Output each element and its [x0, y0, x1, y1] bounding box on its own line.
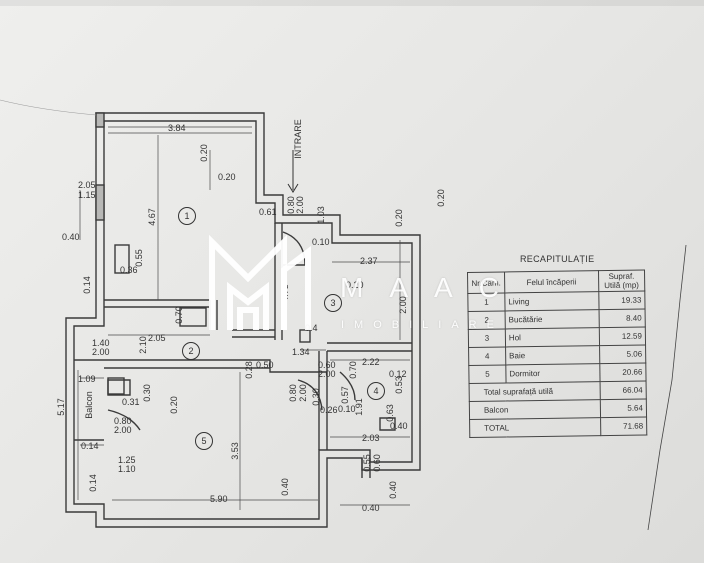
- dim-label: 0.40: [390, 421, 408, 431]
- dim-label: 2.00: [318, 369, 336, 379]
- room-number-3: 3: [324, 294, 342, 312]
- total-value: 71.68: [600, 417, 647, 436]
- dim-label: 0.26: [320, 405, 338, 415]
- paper-fold: [0, 0, 704, 6]
- dim-label: 0.80: [114, 416, 132, 426]
- room-number-1: 1: [178, 207, 196, 225]
- dim-label: 3.53: [229, 442, 240, 460]
- dim-label: 0.60: [371, 454, 382, 472]
- total-label: TOTAL: [469, 417, 601, 438]
- dim-label: 1.15: [78, 190, 96, 200]
- dim-label: 0.70: [173, 306, 184, 324]
- room-number-5: 5: [195, 432, 213, 450]
- room-number-4: 4: [367, 382, 385, 400]
- balcony-label: Balcon: [83, 391, 94, 419]
- dim-label: 0.4: [305, 323, 318, 333]
- dim-label: 2.37: [360, 256, 378, 266]
- dim-label: 0.14: [87, 474, 98, 492]
- dim-label: 2.03: [362, 433, 380, 443]
- dim-label: 3.84: [168, 123, 186, 133]
- dim-label: 1.03: [315, 206, 326, 224]
- dim-label: 0.14: [81, 441, 99, 451]
- dim-label: 1.91: [353, 398, 364, 416]
- entrance-arrow-icon: [287, 150, 299, 193]
- dim-label: 4.67: [146, 208, 157, 226]
- dim-label: 2.10: [137, 336, 148, 354]
- dim-label: 0.31: [122, 397, 140, 407]
- dim-label: 0.40: [62, 232, 80, 242]
- dim-label: 1.40: [92, 338, 110, 348]
- dim-label: 5.90: [210, 494, 228, 504]
- dim-label: 0.40: [279, 478, 290, 496]
- dim-label: 0.55: [361, 454, 372, 472]
- dim-label: 2.00: [92, 347, 110, 357]
- dim-label: 0.63: [384, 404, 395, 422]
- dim-label: 0.60: [318, 360, 336, 370]
- dim-label: 2.22: [362, 357, 380, 367]
- dim-label: 0.12: [389, 369, 407, 379]
- recap-area: 5.06: [599, 345, 646, 364]
- dim-label: 0.20: [393, 209, 404, 227]
- dim-label: 2.00: [297, 384, 308, 402]
- dim-label: 0.20: [346, 280, 364, 290]
- dim-label: 0.80: [287, 384, 298, 402]
- logo-name: MAAC: [340, 272, 525, 303]
- dim-label: 1.25: [118, 455, 136, 465]
- total-label: Balcon: [469, 399, 601, 420]
- recap-header-area: Supraf. Utilă (mp): [598, 270, 645, 292]
- recap-title: RECAPITULAȚIE: [520, 254, 595, 264]
- total-value: 66.04: [599, 381, 647, 400]
- total-value: 5.64: [600, 399, 647, 418]
- recap-area: 20.66: [599, 363, 647, 382]
- dim-label: 0.53: [393, 376, 404, 394]
- dim-label: 2.05: [78, 180, 96, 190]
- dim-label: 0.20: [168, 396, 179, 414]
- dim-label: 2.00: [114, 425, 132, 435]
- recap-area: 12.59: [599, 327, 646, 346]
- dim-label: 0.10: [338, 404, 356, 414]
- dim-label: 1.34: [292, 347, 310, 357]
- dim-label: 2.05: [148, 333, 166, 343]
- dim-label: 0.40: [387, 481, 398, 499]
- dim-label: 0.40: [362, 503, 380, 513]
- dim-label: 0.30: [310, 388, 321, 406]
- recap-room-name: Bucătărie: [505, 309, 600, 329]
- dim-label: 0.14: [81, 276, 92, 294]
- logo-tagline: IMOBILIARE: [341, 319, 504, 331]
- dim-label: 0.36: [120, 265, 138, 275]
- dim-label: 0.20: [198, 144, 209, 162]
- room-number-2: 2: [182, 342, 200, 360]
- recap-nr: 5: [468, 364, 507, 384]
- recap-area: 8.40: [598, 309, 646, 328]
- dim-label: 0.20: [218, 172, 236, 182]
- recap-room-name: Dormitor: [505, 363, 600, 383]
- dim-label: 0.30: [141, 384, 152, 402]
- dim-label: 0.50: [256, 360, 274, 370]
- dim-label: 0.20: [435, 189, 446, 207]
- entrance-label: INTRARE: [292, 119, 303, 159]
- recap-room-name: Baie: [505, 345, 600, 365]
- dim-label: 2.00: [294, 196, 305, 214]
- total-row: TOTAL 71.68: [469, 417, 647, 438]
- recap-area: 19.33: [598, 291, 646, 310]
- total-label: Total suprafață utilă: [469, 381, 601, 402]
- dim-label: 0.57: [339, 386, 350, 404]
- dim-label: 0.10: [312, 237, 330, 247]
- recap-room-name: Hol: [505, 327, 600, 347]
- dim-label: 1.09: [78, 374, 96, 384]
- maac-logo-watermark: [209, 234, 311, 330]
- dim-label: 1.10: [118, 464, 136, 474]
- dim-label: 5.17: [55, 398, 66, 416]
- dim-label: 0.28: [243, 361, 254, 379]
- dim-label: 0.70: [347, 361, 358, 379]
- dim-label: 0.61: [259, 207, 277, 217]
